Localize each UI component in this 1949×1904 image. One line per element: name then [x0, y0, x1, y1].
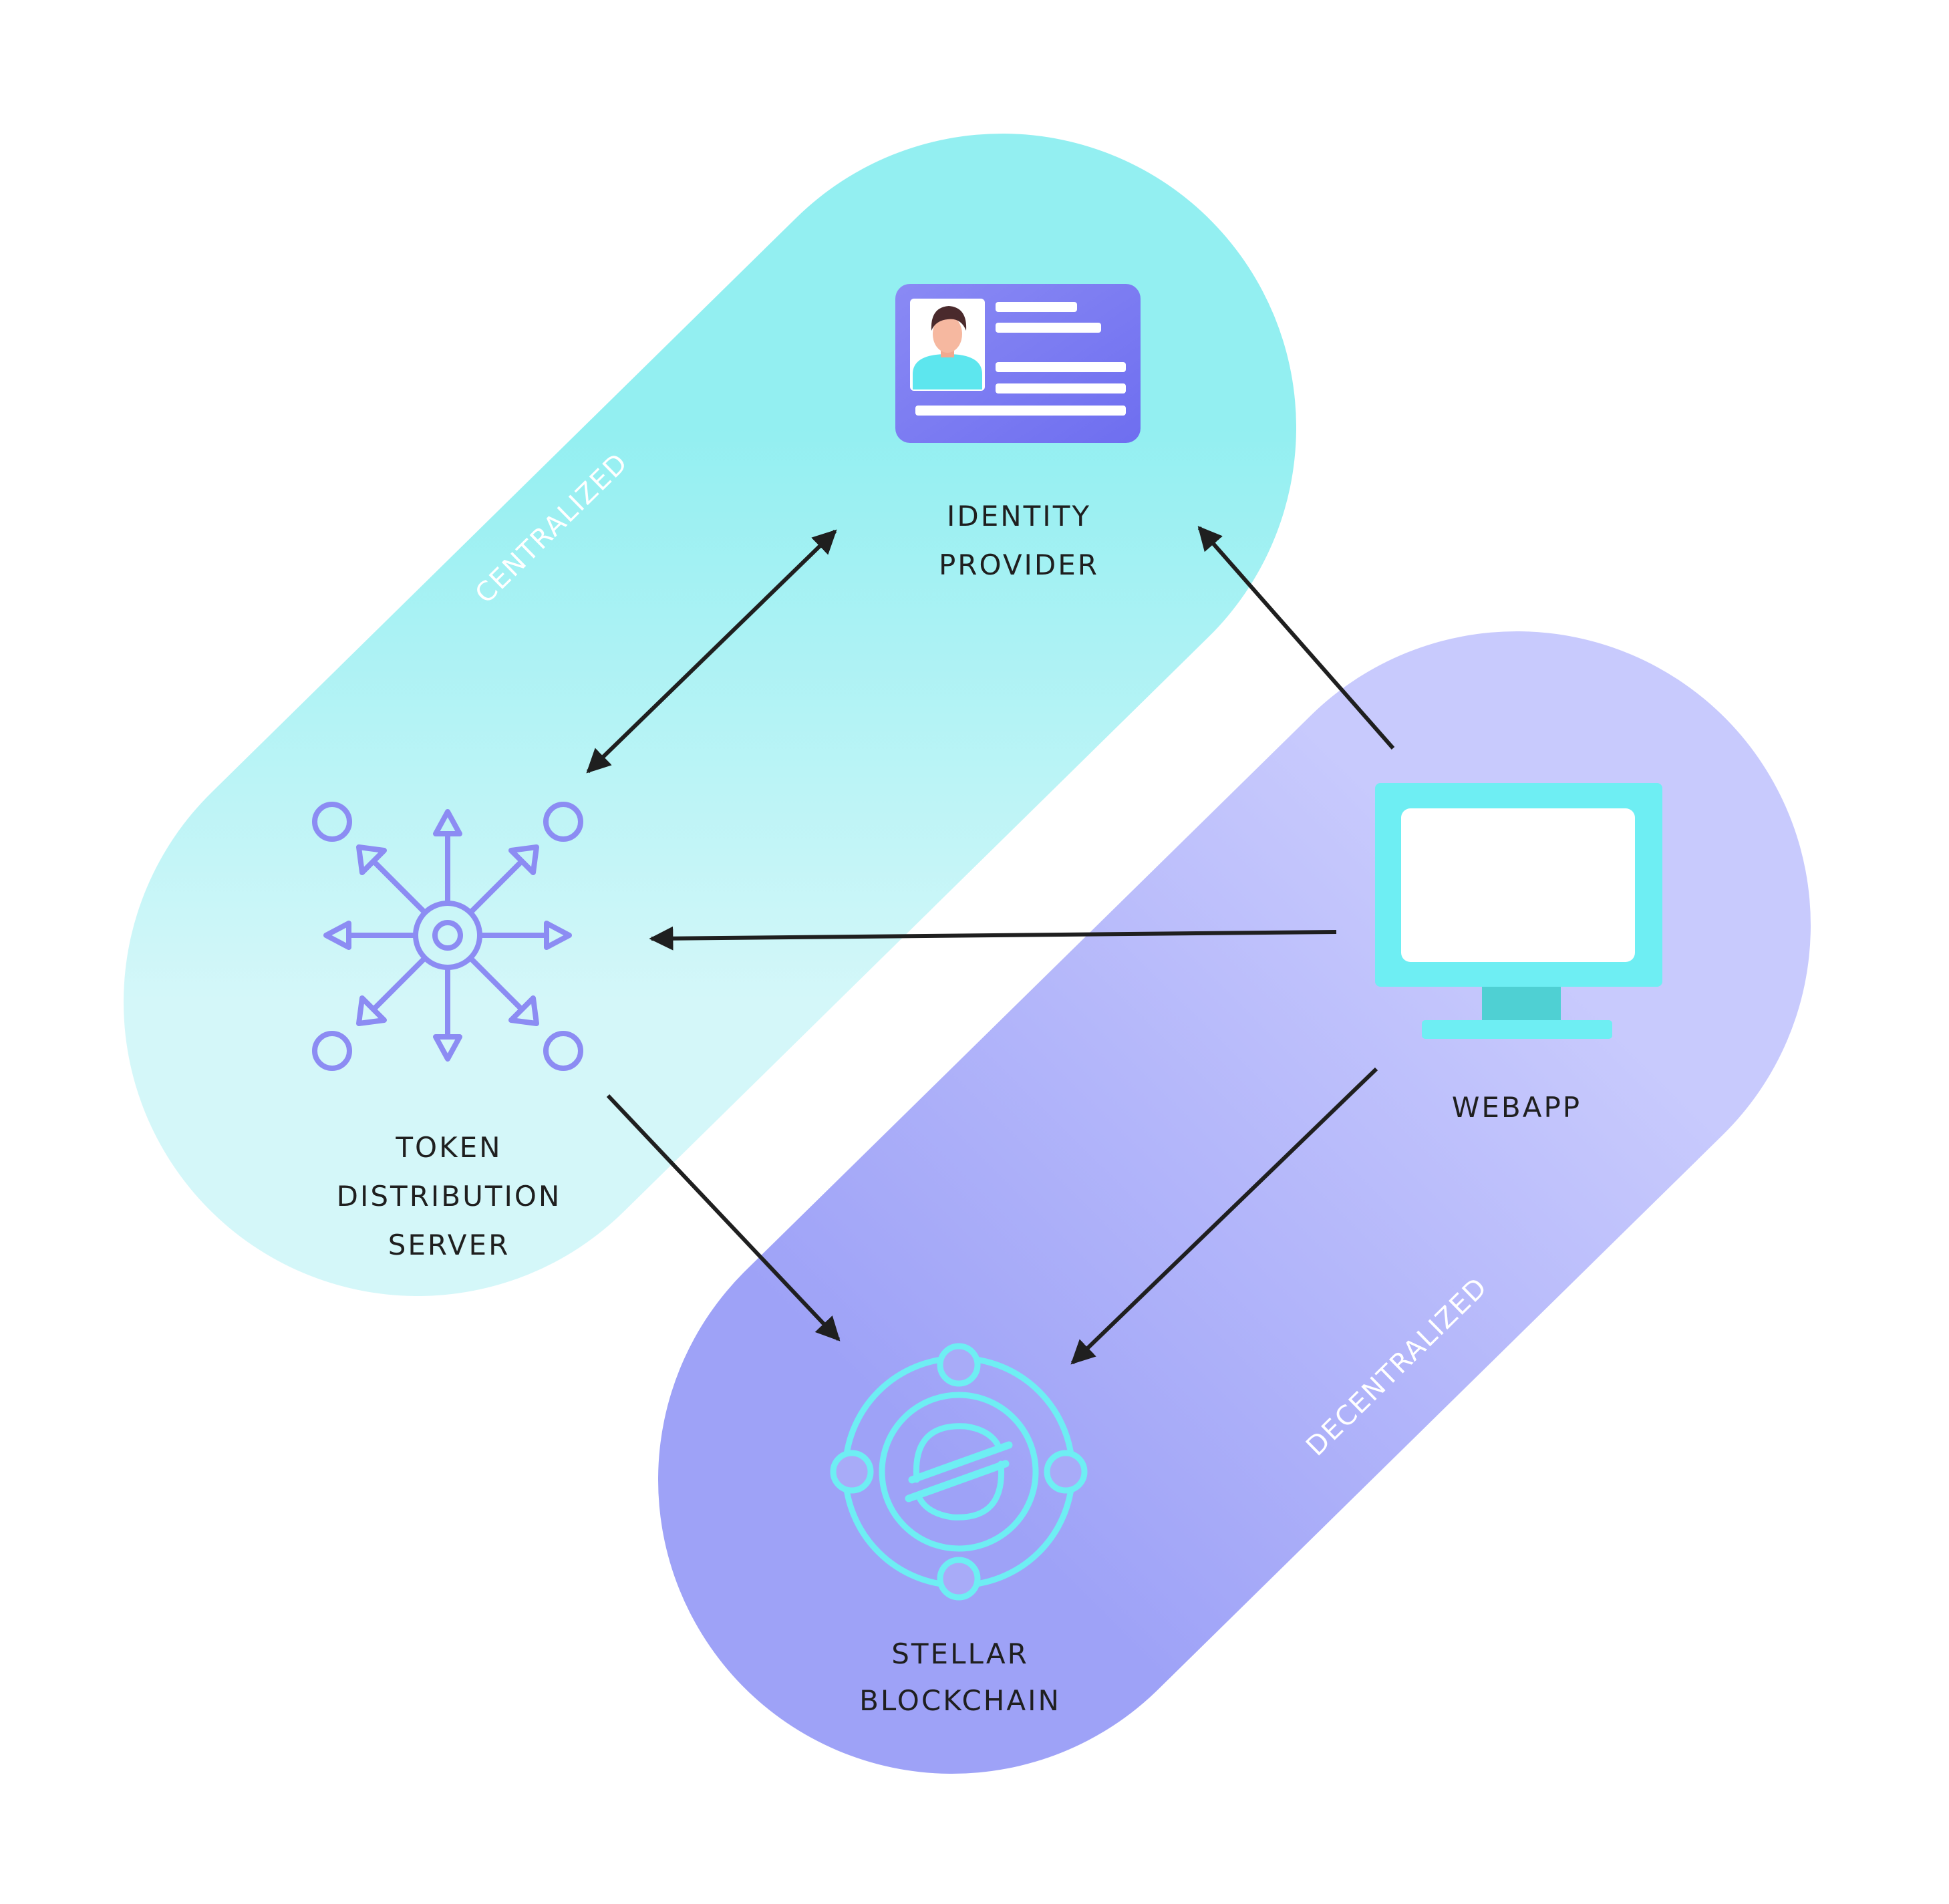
connections	[586, 526, 1395, 1365]
stellar-node: STELLAR BLOCKCHAIN	[830, 1343, 1088, 1717]
distribution-hub-icon	[312, 802, 583, 1071]
centralized-zone	[124, 134, 1296, 1296]
token-server-label-2: DISTRIBUTION	[337, 1180, 562, 1213]
token-server-node: TOKEN DISTRIBUTION SERVER	[312, 802, 583, 1261]
identity-provider-label-2: PROVIDER	[939, 548, 1099, 581]
arrow-webapp-token	[649, 926, 1337, 951]
identity-provider-node: IDENTITY PROVIDER	[895, 284, 1141, 581]
id-card-icon	[895, 284, 1141, 443]
decentralized-zone	[658, 631, 1811, 1774]
stellar-logo-icon	[830, 1343, 1088, 1601]
arrow-token-identity	[586, 529, 837, 774]
arrow-token-stellar	[606, 1094, 841, 1341]
webapp-label: WEBAPP	[1452, 1091, 1582, 1124]
arrow-webapp-identity	[1197, 526, 1395, 750]
identity-provider-label-1: IDENTITY	[947, 500, 1091, 532]
stellar-label-1: STELLAR	[891, 1637, 1029, 1670]
arrow-webapp-stellar	[1070, 1067, 1378, 1365]
webapp-node: WEBAPP	[1375, 783, 1662, 1124]
stellar-label-2: BLOCKCHAIN	[859, 1684, 1061, 1717]
token-server-label-1: TOKEN	[395, 1131, 502, 1164]
token-server-label-3: SERVER	[388, 1229, 510, 1261]
monitor-icon	[1375, 783, 1662, 1039]
